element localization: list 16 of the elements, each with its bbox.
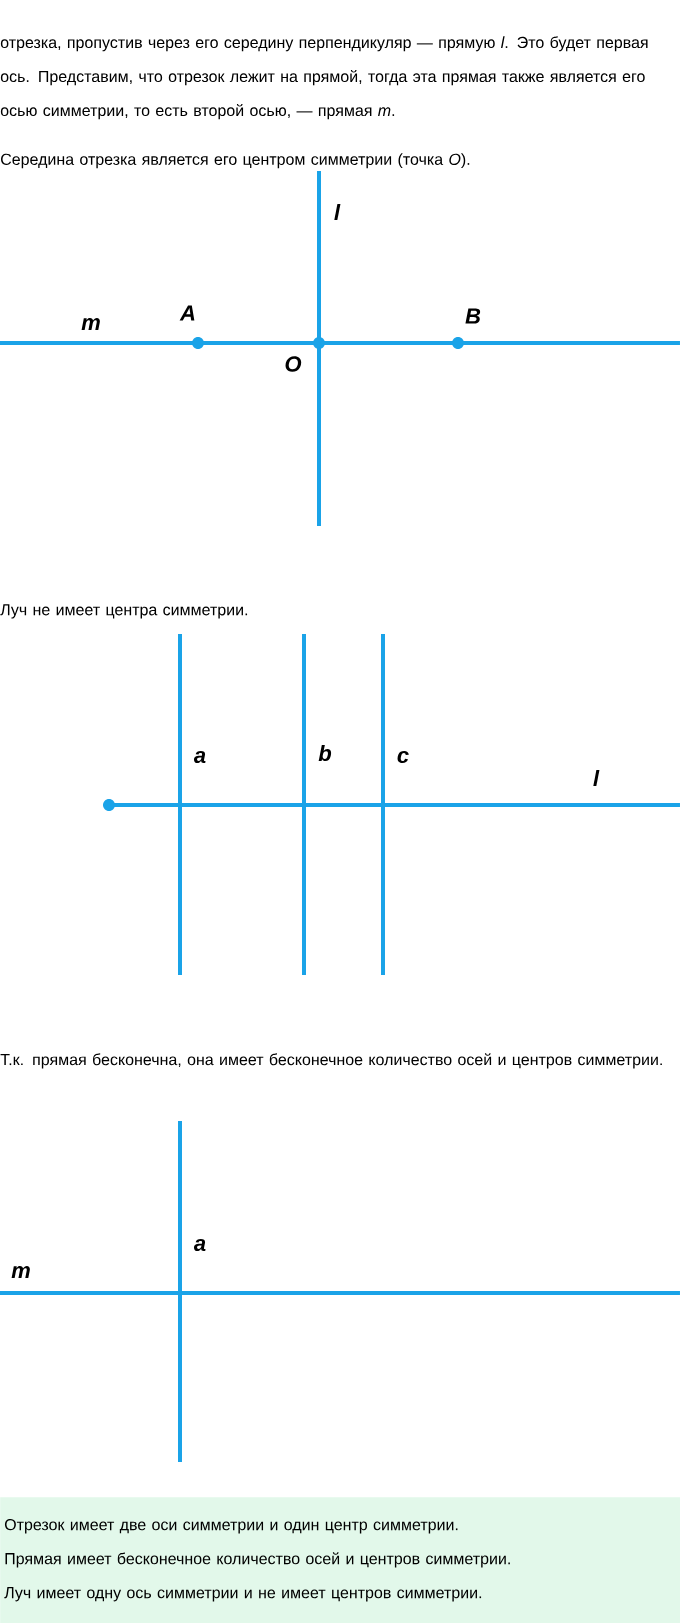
point-label: A bbox=[179, 305, 195, 321]
paragraph: Т.к. прямая бесконечна, она имеет бесконечное количество осей и центров симметрии. bbox=[0, 1053, 662, 1069]
point-label: l bbox=[593, 770, 600, 786]
paragraph: Луч не имеет центра симметрии. bbox=[0, 604, 248, 619]
point-label: b bbox=[318, 744, 332, 762]
summary-box: Отрезок имеет две оси симметрии и один центр симметрии. Прямая имеет бесконечное количество осей и центров симметрии. Луч имеет одну ось симметрии и не имеет центров симметрии. bbox=[0, 1497, 680, 1623]
point-label: c bbox=[397, 751, 409, 764]
point-label: a bbox=[194, 1239, 206, 1252]
paragraph: Середина отрезка является его центром симметрии (точка O). bbox=[1, 153, 470, 169]
point-label: m bbox=[11, 1266, 30, 1278]
paragraph: отрезка, пропустив через его середину перпендикуляр — прямую l. Это будет первая ось. Представим, что отрезок лежит на прямой, тогда эта прямая также является его осью симметрии, то есть второй осью, — прямая m. bbox=[0, 36, 648, 120]
point-label: m bbox=[81, 318, 100, 330]
point-label: B bbox=[465, 308, 481, 324]
point-label: a bbox=[194, 751, 206, 764]
point-label: l bbox=[334, 204, 341, 220]
point-label: O bbox=[285, 356, 302, 372]
